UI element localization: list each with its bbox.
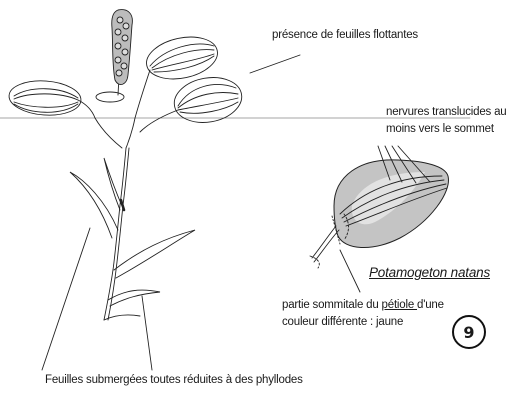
floating-leaf-right (140, 72, 245, 132)
phyllodes (70, 158, 195, 320)
plate-number-badge: 9 (452, 315, 486, 349)
floating-leaf-left (8, 79, 95, 118)
label-petiole-line1: partie sommitale du pétiole d'une (282, 297, 444, 314)
pointer-floating (250, 55, 300, 73)
label-submerged-leaves: Feuilles submergées toutes réduites à de… (45, 373, 303, 388)
pointer-submerged-left (42, 228, 90, 370)
species-name: Potamogeton natans (369, 265, 490, 280)
label-translucent-veins: nervures translucides au moins vers le s… (386, 104, 507, 138)
label-petiole-pre: partie sommitale du (282, 299, 382, 311)
label-veins-line2: moins vers le sommet (386, 121, 507, 138)
label-petiole: partie sommitale du pétiole d'une couleu… (282, 297, 444, 331)
enlarged-leaf (310, 160, 448, 268)
label-floating-leaves: présence de feuilles flottantes (272, 28, 418, 43)
pointer-petiole (340, 250, 360, 292)
label-petiole-post: d'une (417, 299, 444, 311)
pointer-submerged-right (142, 296, 152, 370)
label-petiole-word: pétiole (382, 299, 417, 311)
submerged-stem (95, 118, 135, 320)
flower-spike (112, 10, 133, 95)
label-veins-line1: nervures translucides au (386, 104, 507, 121)
small-floating-leaf (96, 92, 124, 102)
label-petiole-line2: couleur différente : jaune (282, 314, 444, 331)
